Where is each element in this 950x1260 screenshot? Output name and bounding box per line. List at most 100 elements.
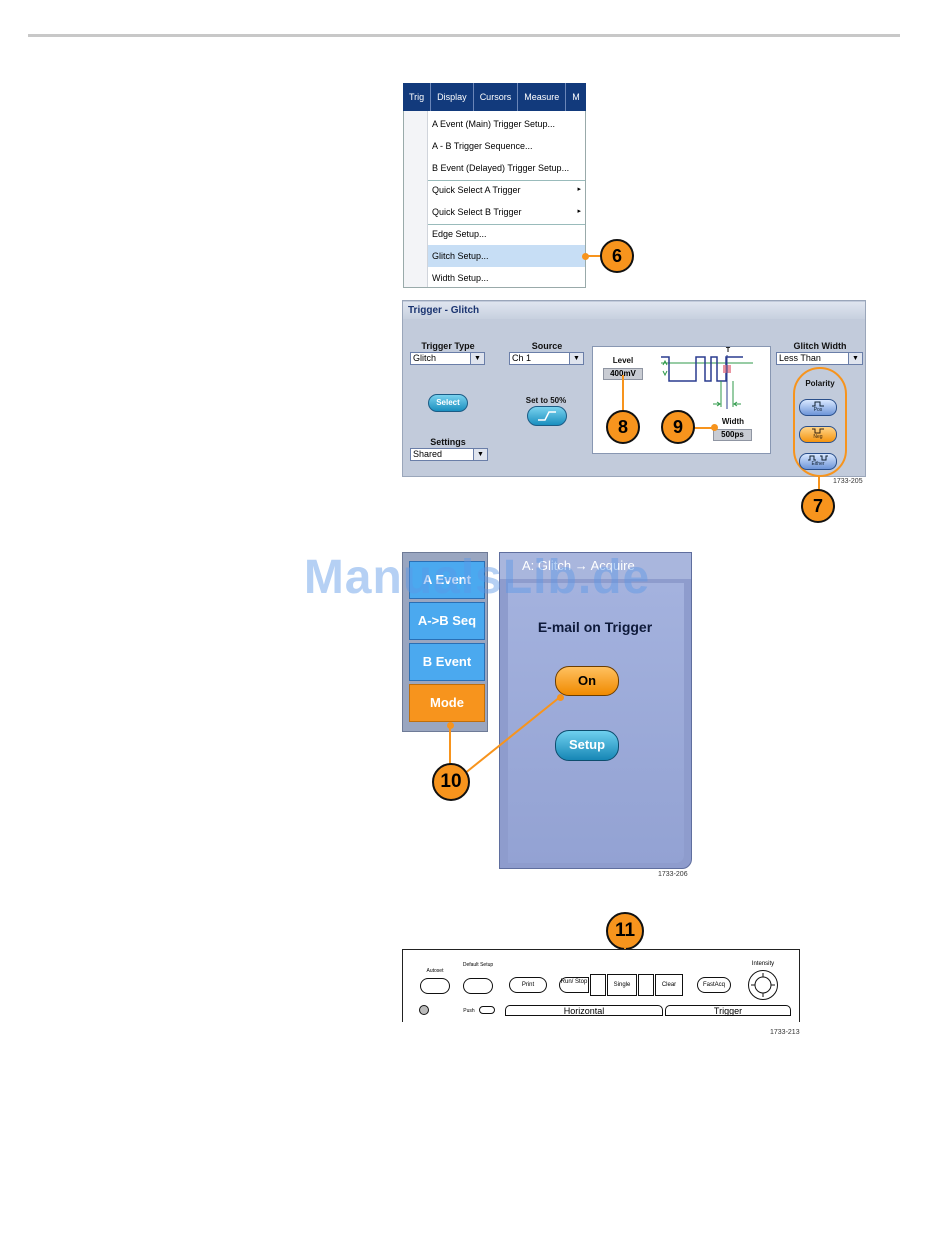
callout-6: 6 — [600, 239, 634, 273]
nav-b-event[interactable]: B Event — [409, 643, 485, 681]
menu-item-quick-select-b[interactable]: Quick Select B Trigger▸ — [428, 201, 585, 223]
width-label: Width — [721, 417, 745, 426]
menu-item-quick-select-a[interactable]: Quick Select A Trigger▸ — [428, 179, 585, 201]
trigger-type-label: Trigger Type — [421, 341, 475, 351]
menu-item-ab-sequence[interactable]: A - B Trigger Sequence... — [432, 141, 533, 151]
dropdown-arrow-icon: ▼ — [473, 449, 487, 460]
source-value: Ch 1 — [512, 353, 532, 363]
callout-6-anchor — [582, 253, 589, 260]
trigger-type-select[interactable]: Glitch ▼ — [410, 352, 485, 365]
select-button[interactable]: Select — [428, 394, 468, 412]
figure-id-205: 1733-205 — [833, 478, 863, 485]
submenu-arrow-icon: ▸ — [577, 186, 581, 193]
polarity-either-button[interactable]: Either — [799, 453, 837, 470]
trigger-type-value: Glitch — [413, 353, 437, 363]
default-setup-button[interactable] — [463, 978, 493, 994]
fastacq-button[interactable]: FastAcq — [697, 977, 731, 993]
set-50-label: Set to 50% — [525, 396, 567, 405]
single-indicator — [638, 974, 654, 996]
glitch-width-select[interactable]: Less Than ▼ — [776, 352, 863, 365]
callout-9: 9 — [661, 410, 695, 444]
menu-measure[interactable]: Measure — [518, 83, 567, 111]
dropdown-arrow-icon: ▼ — [848, 353, 862, 364]
watermark: ManualsLib.de — [303, 551, 651, 604]
nav-ab-seq[interactable]: A->B Seq — [409, 602, 485, 640]
intensity-knob[interactable] — [748, 970, 778, 1000]
callout-8-leader — [622, 375, 624, 411]
dropdown-arrow-icon: ▼ — [569, 353, 583, 364]
rising-edge-icon — [538, 411, 556, 421]
nav-a-event[interactable]: A Event — [409, 561, 485, 599]
panel-title: Trigger - Glitch — [403, 302, 865, 319]
settings-label: Settings — [430, 437, 466, 447]
clear-button[interactable]: Clear — [655, 974, 683, 996]
menu-display[interactable]: Display — [431, 83, 474, 111]
run-stop-button[interactable]: Run/ Stop — [559, 977, 589, 993]
callout-7-leader — [818, 475, 820, 491]
source-select[interactable]: Ch 1 ▼ — [509, 352, 584, 365]
glitch-waveform-graphic — [661, 355, 753, 409]
trigger-point-marker: T — [725, 347, 731, 354]
menu-item-width-setup[interactable]: Width Setup... — [432, 273, 489, 283]
menu-separator — [428, 224, 585, 225]
email-on-trigger-label: E-mail on Trigger — [537, 619, 653, 635]
autoset-label: Autoset — [426, 968, 444, 974]
print-button[interactable]: Print — [509, 977, 547, 993]
menu-item-a-event-setup[interactable]: A Event (Main) Trigger Setup... — [432, 119, 556, 129]
callout-7: 7 — [801, 489, 835, 523]
menu-item-edge-setup[interactable]: Edge Setup... — [432, 229, 487, 239]
set-50-button[interactable] — [527, 406, 567, 426]
callout-6-leader — [586, 255, 602, 257]
callout-8: 8 — [606, 410, 640, 444]
menu-item-b-event-setup[interactable]: B Event (Delayed) Trigger Setup... — [432, 163, 570, 173]
run-stop-indicator — [590, 974, 606, 996]
callout-10-anchor-on — [557, 694, 564, 701]
power-icon — [419, 1005, 429, 1015]
settings-select[interactable]: Shared ▼ — [410, 448, 488, 461]
polarity-label: Polarity — [805, 379, 835, 388]
width-value[interactable]: 500ps — [713, 429, 752, 441]
single-button[interactable]: Single — [607, 974, 637, 996]
mode-panel-body — [508, 583, 684, 863]
polarity-neg-button[interactable]: Neg — [799, 426, 837, 443]
polarity-highlight-ring — [793, 367, 847, 477]
callout-10: 10 — [432, 763, 470, 801]
menu-separator — [428, 180, 585, 181]
menu-bar: Trig Display Cursors Measure M — [403, 83, 586, 111]
polarity-pos-button[interactable]: Pos — [799, 399, 837, 416]
trig-dropdown-menu: A Event (Main) Trigger Setup... A - B Tr… — [403, 111, 586, 288]
autoset-button[interactable] — [420, 978, 450, 994]
menu-trig[interactable]: Trig — [403, 83, 432, 111]
default-setup-label: Default Setup — [462, 962, 494, 968]
mode-panel: A: Glitch → Acquire — [499, 552, 692, 869]
source-label: Source — [531, 341, 563, 351]
nav-mode[interactable]: Mode — [409, 684, 485, 722]
level-label: Level — [612, 356, 634, 365]
email-setup-button[interactable]: Setup — [555, 730, 619, 761]
figure-id-206: 1733-206 — [658, 871, 688, 878]
push-knob-icon — [479, 1006, 495, 1014]
email-on-button[interactable]: On — [555, 666, 619, 696]
page-top-rule — [28, 34, 900, 37]
knob-icon — [751, 973, 775, 997]
intensity-label: Intensity — [751, 961, 775, 967]
settings-value: Shared — [413, 449, 443, 459]
dropdown-arrow-icon: ▼ — [470, 353, 484, 364]
horizontal-section-label: Horizontal — [505, 1005, 663, 1016]
menu-more[interactable]: M — [572, 92, 580, 102]
menu-item-glitch-setup[interactable]: Glitch Setup... — [428, 245, 585, 267]
trigger-side-nav: A Event A->B Seq B Event Mode — [402, 552, 488, 732]
figure-id-213: 1733-213 — [770, 1029, 800, 1036]
submenu-arrow-icon: ▸ — [577, 208, 581, 215]
menu-cursors[interactable]: Cursors — [474, 83, 519, 111]
trigger-section-label: Trigger — [665, 1005, 791, 1016]
push-label: Push — [463, 1008, 475, 1014]
mode-panel-header: A: Glitch → Acquire — [500, 553, 691, 579]
menu-gutter — [404, 111, 428, 287]
positive-pulse-icon — [812, 401, 824, 407]
glitch-width-label: Glitch Width — [793, 341, 847, 351]
callout-11: 11 — [606, 912, 644, 950]
glitch-width-value: Less Than — [779, 353, 821, 363]
negative-pulse-icon — [812, 428, 824, 434]
oscilloscope-front-panel: Autoset Default Setup Print Run/ Stop Si… — [402, 949, 800, 1022]
